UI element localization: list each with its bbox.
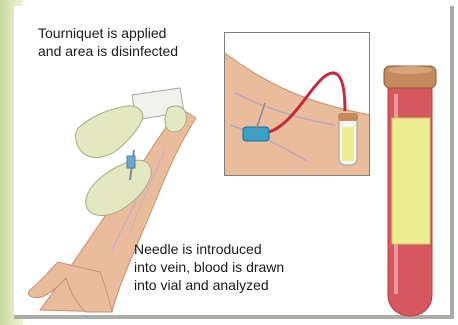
caption-needle: Needle is introduced into vein, blood is…	[134, 240, 284, 294]
tube-cap-top	[388, 66, 432, 74]
closeup-inset	[224, 32, 370, 176]
caption-line: and area is disinfected	[38, 42, 178, 60]
gloved-hand-upper	[76, 106, 143, 158]
caption-line: into vein, blood is drawn	[134, 258, 284, 276]
gloved-fingers	[165, 106, 186, 132]
caption-line: Needle is introduced	[134, 240, 284, 258]
blood-tube	[380, 64, 440, 318]
blood-tube-illustration	[380, 64, 440, 318]
needle-hub	[127, 156, 135, 168]
caption-tourniquet: Tourniquet is applied and area is disinf…	[38, 24, 178, 60]
caption-line: Tourniquet is applied	[38, 24, 178, 42]
small-vial-cap	[338, 113, 358, 121]
tube-label	[392, 118, 430, 244]
closeup-illustration	[225, 33, 370, 176]
small-vial-label	[342, 127, 354, 161]
caption-line: into vial and analyzed	[134, 276, 284, 294]
